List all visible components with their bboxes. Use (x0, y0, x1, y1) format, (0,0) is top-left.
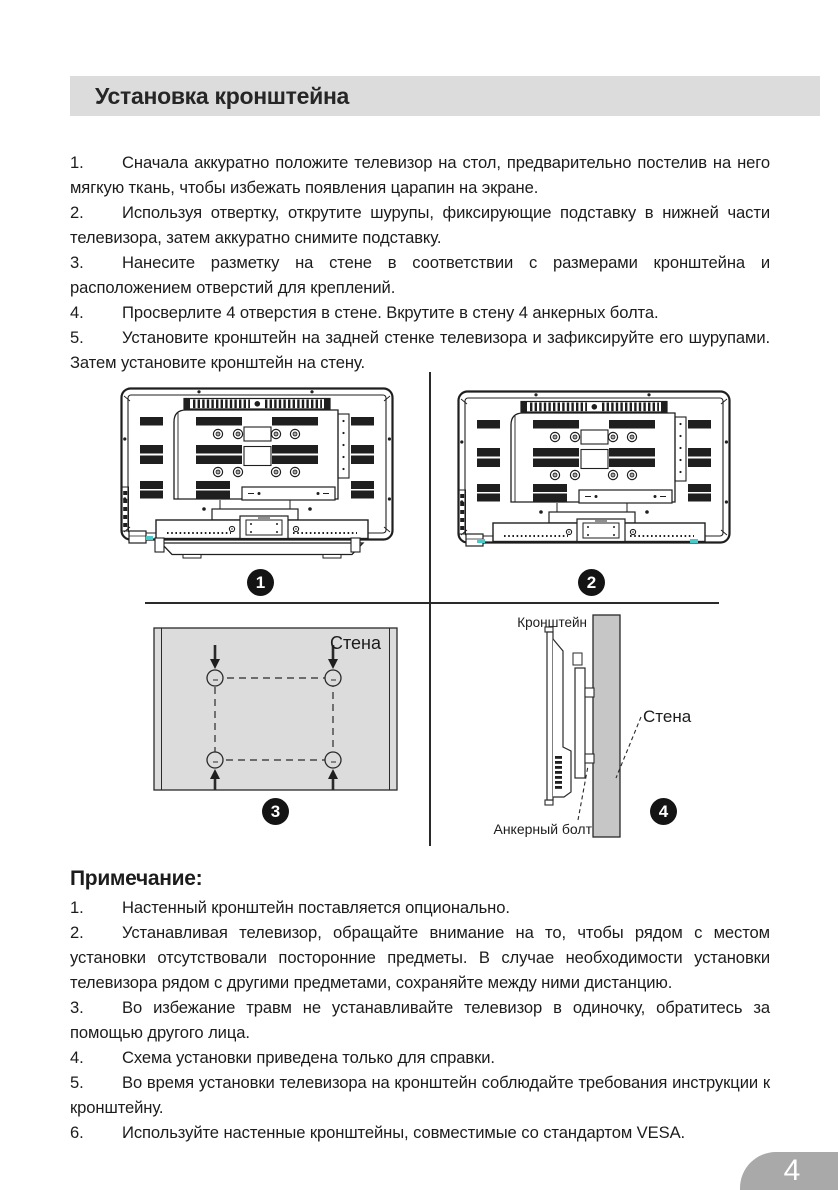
section-header-band: Установка кронштейна (70, 76, 820, 116)
note-text: Во время установки телевизора на кронште… (70, 1073, 770, 1117)
note-item-3: 3.Во избежание травм не устанавливайте т… (70, 995, 770, 1045)
notes-section: Примечание: 1. Настенный кронштейн постав… (70, 866, 770, 1145)
note-number: 5. (70, 1073, 84, 1092)
instruction-number: 4. (70, 303, 84, 322)
note-item-4: 4. Схема установки приведена только для с… (70, 1045, 770, 1070)
instruction-text: Просверлите 4 отверстия в стене. Вкрутит… (122, 303, 659, 322)
note-number: 3. (70, 998, 84, 1017)
step-number-badge-3: 3 (262, 798, 289, 825)
arrow-icons (210, 645, 338, 790)
instruction-text: Используя отвертку, открутите шурупы, фи… (70, 203, 770, 247)
instruction-item-2: 2.Используя отвертку, открутите шурупы, … (70, 200, 770, 250)
note-number: 2. (70, 923, 84, 942)
note-text: Настенный кронштейн поставляется опциона… (122, 898, 510, 917)
figure-step3-wall-template: Стена (153, 627, 398, 791)
page-title: Установка кронштейна (95, 82, 350, 109)
instruction-number: 5. (70, 328, 84, 347)
instruction-item-1: 1.Сначала аккуратно положите телевизор н… (70, 150, 770, 200)
instruction-text: Установите кронштейн на задней стенке те… (70, 328, 770, 372)
wall-surface (592, 614, 621, 838)
note-item-2: 2.Устанавливая телевизор, обращайте вним… (70, 920, 770, 995)
wall-bracket (572, 652, 595, 779)
wall-label: Стена (643, 707, 692, 726)
note-number: 4. (70, 1048, 84, 1067)
instruction-item-4: 4. Просверлите 4 отверстия в стене. Вкрут… (70, 300, 770, 325)
instruction-text: Нанесите разметку на стене в соответстви… (70, 253, 770, 297)
wall-leader-line (615, 716, 642, 779)
figure-step2-tv-back-no-stand (457, 390, 731, 550)
page-number-badge: 4 (740, 1152, 838, 1190)
note-item-6: 6. Используйте настенные кронштейны, совм… (70, 1120, 770, 1145)
figure-divider-vertical (429, 372, 431, 846)
note-text: Во избежание травм не устанавливайте тел… (70, 998, 770, 1042)
note-number: 1. (70, 898, 84, 917)
figure-step1-tv-back-with-stand (120, 387, 394, 559)
instruction-number: 3. (70, 253, 84, 272)
step-number-badge-2: 2 (578, 569, 605, 596)
drill-holes (206, 669, 342, 769)
note-item-5: 5.Во время установки телевизора на кронш… (70, 1070, 770, 1120)
instruction-text: Сначала аккуратно положите телевизор на … (70, 153, 770, 197)
figure-divider-horizontal (145, 602, 719, 604)
bracket-label: Кронштейн (517, 615, 587, 630)
note-item-1: 1. Настенный кронштейн поставляется опцио… (70, 895, 770, 920)
instruction-item-5: 5.Установите кронштейн на задней стенке … (70, 325, 770, 375)
instruction-number: 2. (70, 203, 84, 222)
note-text: Схема установки приведена только для спр… (122, 1048, 495, 1067)
tv-side-profile (544, 626, 572, 806)
drill-layout-dashed-rect (214, 677, 334, 761)
step-number-badge-1: 1 (247, 569, 274, 596)
instruction-item-3: 3.Нанесите разметку на стене в соответст… (70, 250, 770, 300)
step-number-badge-4: 4 (650, 798, 677, 825)
note-number: 6. (70, 1123, 84, 1142)
instruction-number: 1. (70, 153, 84, 172)
note-text: Устанавливая телевизор, обращайте вниман… (70, 923, 770, 992)
figure-step4-side-view: Кронштейн Стена Анкерный болт (493, 614, 692, 838)
instructions-list: 1.Сначала аккуратно положите телевизор н… (70, 150, 770, 375)
anchor-leader-line (577, 765, 589, 821)
notes-heading: Примечание: (70, 867, 203, 890)
note-text: Используйте настенные кронштейны, совмес… (122, 1123, 686, 1142)
anchor-bolt-label: Анкерный болт (493, 821, 592, 837)
accent-mark (146, 536, 153, 540)
wall-label: Стена (330, 633, 382, 653)
accent-mark (690, 539, 698, 543)
accent-mark (477, 539, 485, 543)
wall-surface (153, 627, 398, 791)
